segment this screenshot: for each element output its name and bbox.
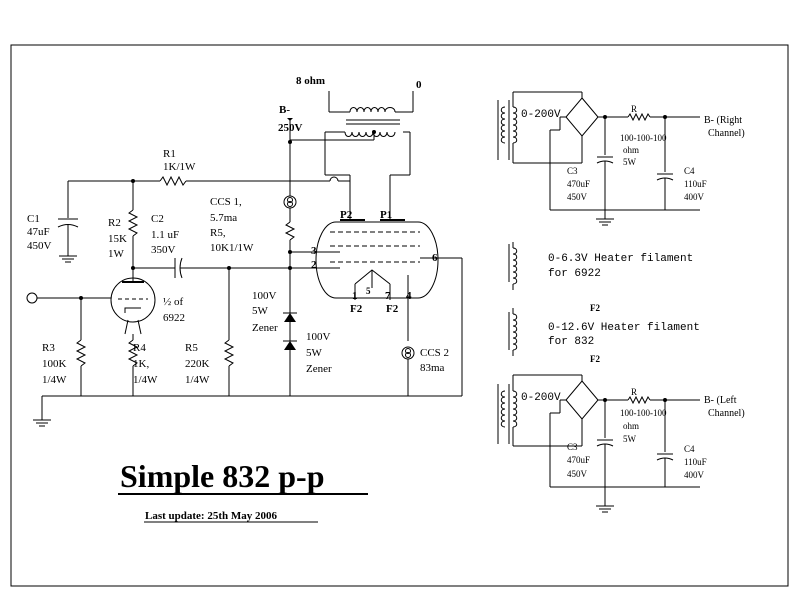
label-pin4: 4 <box>406 290 412 302</box>
label-c2-voltage: 350V <box>151 244 176 256</box>
psu-right-ac-label: 0-200V <box>521 109 561 121</box>
heater2-f2-bottom: F2 <box>590 354 600 364</box>
label-zener1-type: Zener <box>252 322 278 334</box>
psu-left-r-unit: ohm <box>623 421 639 431</box>
psu-right-r-watt: 5W <box>623 157 637 167</box>
label-pin2: 2 <box>311 259 317 271</box>
label-zener2-voltage: 100V <box>306 331 331 343</box>
psu-left-r-value: 100-100-100 <box>620 408 667 418</box>
label-zener2-watt: 5W <box>306 347 323 359</box>
psu-right-c4-voltage: 400V <box>684 192 705 202</box>
label-tube-6922-type: 6922 <box>163 312 185 324</box>
label-r4: R4 <box>133 342 146 354</box>
label-pin7: 7 <box>385 290 391 302</box>
label-f2-right: F2 <box>386 303 399 315</box>
label-ccs1-value: 5.7ma <box>210 212 237 224</box>
label-ccs2: CCS 2 <box>420 347 449 359</box>
psu-left-c4-voltage: 400V <box>684 470 705 480</box>
label-0: 0 <box>416 79 422 91</box>
psu-left-channel: 0-200V R 100-100-100 ohm 5W B- (Left Cha… <box>497 374 745 513</box>
psu-right-r-value: 100-100-100 <box>620 133 667 143</box>
label-zener1-watt: 5W <box>252 305 269 317</box>
label-r2-value: 15K <box>108 233 127 245</box>
label-pin3: 3 <box>311 245 317 257</box>
label-p2: P2 <box>340 209 353 221</box>
psu-left-ac-label: 0-200V <box>521 392 561 404</box>
label-f2-left: F2 <box>350 303 363 315</box>
heater2-line1: 0-12.6V Heater filament <box>548 322 700 334</box>
label-r5b-value: 220K <box>185 358 210 370</box>
psu-right-c3-voltage: 450V <box>567 192 588 202</box>
label-r5a: R5, <box>210 227 226 239</box>
psu-left-c4-value: 110uF <box>684 457 707 467</box>
drawing-border <box>10 44 789 587</box>
psu-right-c3-value: 470uF <box>567 179 590 189</box>
tube-6922: ½ of 6922 <box>110 277 185 335</box>
heater1-line1: 0-6.3V Heater filament <box>548 253 693 265</box>
label-r2: R2 <box>108 217 121 229</box>
label-p1: P1 <box>380 209 392 221</box>
label-r5a-value: 10K1/1W <box>210 242 254 254</box>
label-b-minus: B- <box>279 104 290 116</box>
amplifier-circuit: 8 ohm 0 B- 250V <box>26 75 463 427</box>
label-tube-6922-fraction: ½ of <box>163 296 184 308</box>
label-r1: R1 <box>163 148 176 160</box>
psu-right-c4: C4 <box>684 166 695 176</box>
psu-right-r-unit: ohm <box>623 145 639 155</box>
last-update: Last update: 25th May 2006 <box>145 510 278 522</box>
label-c1-value: 47uF <box>27 226 50 238</box>
label-pin1: 1 <box>352 290 358 302</box>
psu-right-channel: 0-200V R 100-100-100 ohm 5W B- (Right Ch… <box>497 91 745 226</box>
label-c2-value: 1.1 uF <box>151 229 179 241</box>
label-zener2-type: Zener <box>306 363 332 375</box>
psu-left-c3-value: 470uF <box>567 455 590 465</box>
label-r3: R3 <box>42 342 55 354</box>
label-8ohm: 8 ohm <box>296 75 325 87</box>
label-ccs1: CCS 1, <box>210 196 242 208</box>
psu-left-c3: C3 <box>567 442 578 452</box>
label-r5b-watt: 1/4W <box>185 374 210 386</box>
label-r2-watt: 1W <box>108 248 125 260</box>
heater2-f2-top: F2 <box>590 303 600 313</box>
psu-right-c4-value: 110uF <box>684 179 707 189</box>
psu-left-r: R <box>631 387 637 397</box>
label-c2: C2 <box>151 213 164 225</box>
label-pin6: 6 <box>432 252 438 264</box>
psu-right-r: R <box>631 104 637 114</box>
label-r3-value: 100K <box>42 358 67 370</box>
label-zener1-voltage: 100V <box>252 290 277 302</box>
label-c1: C1 <box>27 213 40 225</box>
psu-left-c4: C4 <box>684 444 695 454</box>
psu-right-c3: C3 <box>567 166 578 176</box>
psu-left-r-watt: 5W <box>623 434 637 444</box>
psu-right-out2: Channel) <box>708 128 745 139</box>
label-r3-watt: 1/4W <box>42 374 67 386</box>
psu-right-out1: B- (Right <box>704 115 742 126</box>
heater-transformers: 0-6.3V Heater filament for 6922 F2 0-12.… <box>508 242 700 364</box>
label-c1-voltage: 450V <box>27 240 52 252</box>
page-title: Simple 832 p-p <box>120 458 324 494</box>
heater1-line2: for 6922 <box>548 268 601 280</box>
psu-left-out1: B- (Left <box>704 395 737 406</box>
label-ccs2-value: 83ma <box>420 362 445 374</box>
output-transformer: 8 ohm 0 <box>290 75 422 220</box>
label-r5b: R5 <box>185 342 198 354</box>
label-r1-value: 1K/1W <box>163 161 196 173</box>
label-pin5: 5 <box>366 286 371 296</box>
label-r4-watt: 1/4W <box>133 374 158 386</box>
input-jack <box>26 292 38 304</box>
label-r4-value: 1K, <box>133 358 149 370</box>
psu-left-out2: Channel) <box>708 408 745 419</box>
psu-left-c3-voltage: 450V <box>567 469 588 479</box>
heater2-line2: for 832 <box>548 336 594 348</box>
tube-832: P2 P1 6 1 5 7 4 F2 F2 <box>315 209 463 396</box>
